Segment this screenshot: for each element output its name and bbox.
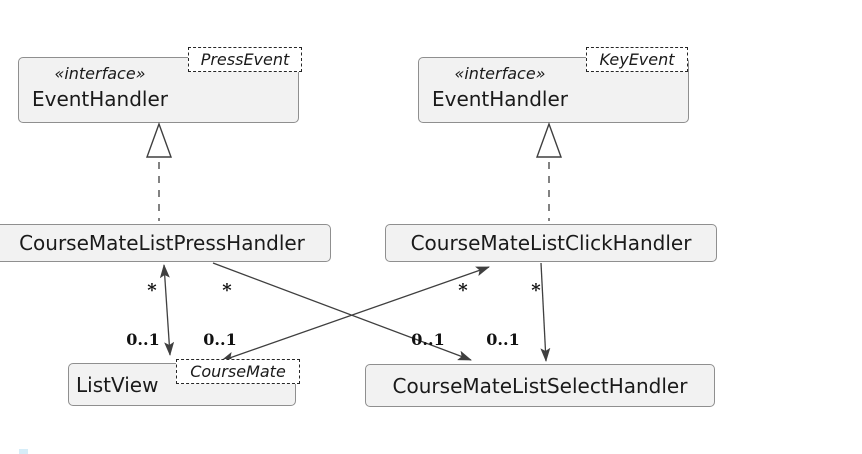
multiplicity-press-select-one: 0..1 (411, 330, 445, 349)
template-tag-keyevent: KeyEvent (586, 47, 688, 72)
class-box-coursematelistpresshandler: CourseMateListPressHandler (0, 224, 331, 262)
stereotype-label: «interface» (54, 64, 146, 83)
multiplicity-click-listview-many: * (458, 280, 468, 301)
class-name-label: EventHandler (431, 87, 569, 111)
multiplicity-press-listview-one: 0..1 (126, 330, 160, 349)
class-name-label: EventHandler (31, 87, 169, 111)
multiplicity-click-listview-one: 0..1 (203, 330, 237, 349)
template-tag-pressevent: PressEvent (188, 47, 302, 72)
association-click-selecthandler (540, 262, 551, 362)
multiplicity-click-select-one: 0..1 (486, 330, 520, 349)
class-text-block: «interface» EventHandler (419, 62, 581, 112)
multiplicity-press-select-many: * (222, 280, 232, 301)
class-box-coursematelistclickhandler: CourseMateListClickHandler (385, 224, 717, 262)
template-tag-coursemate: CourseMate (176, 359, 300, 384)
association-press-listview (159, 264, 175, 356)
stereotype-label: «interface» (454, 64, 546, 83)
watermark-mark (19, 449, 28, 454)
multiplicity-click-select-many: * (531, 280, 541, 301)
realization-triangle-press (146, 121, 172, 158)
class-text-block: «interface» EventHandler (19, 62, 181, 112)
realization-triangle-click (536, 121, 562, 158)
multiplicity-press-listview-many: * (147, 280, 157, 301)
class-box-coursematelistselecthandler: CourseMateListSelectHandler (365, 364, 715, 407)
